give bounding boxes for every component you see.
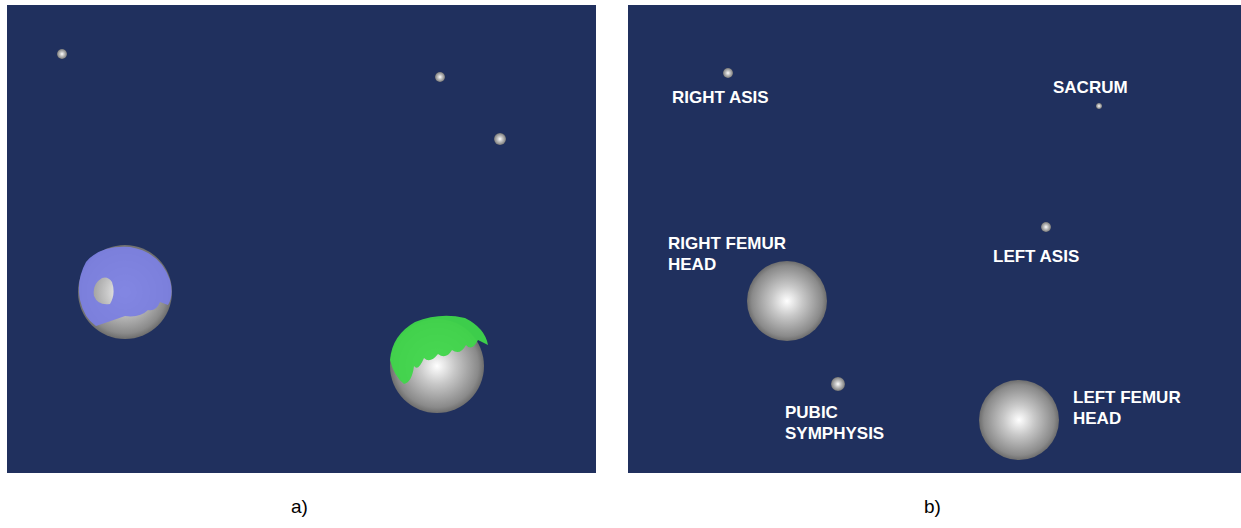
- landmark-label: LEFT ASIS: [993, 246, 1079, 267]
- landmark-dot: [494, 133, 506, 145]
- landmark-label: RIGHT ASIS: [672, 87, 769, 108]
- panel-caption: a): [291, 496, 308, 518]
- femur-head-sphere: [78, 245, 172, 339]
- panel-a-ground: [7, 5, 596, 473]
- landmark-label: RIGHT FEMUR HEAD: [668, 233, 793, 275]
- acetabulum-surface: [79, 247, 172, 326]
- acetabulum-surface: [390, 316, 488, 384]
- femur-head-sphere: [979, 380, 1059, 460]
- femur-head-sphere: [747, 261, 827, 341]
- landmark-dot: [723, 68, 733, 78]
- landmark-label: LEFT FEMUR HEAD: [1073, 387, 1198, 429]
- landmark-label: PUBIC SYMPHYSIS: [785, 402, 910, 444]
- landmark-dot: [831, 377, 845, 391]
- landmark-dot: [1041, 222, 1051, 232]
- landmark-dot: [1096, 103, 1102, 109]
- panel-b-ground: [628, 5, 1241, 473]
- landmark-dot: [435, 72, 445, 82]
- panel-caption: b): [924, 496, 941, 518]
- landmark-dot: [57, 49, 67, 59]
- landmark-label: SACRUM: [1053, 77, 1128, 98]
